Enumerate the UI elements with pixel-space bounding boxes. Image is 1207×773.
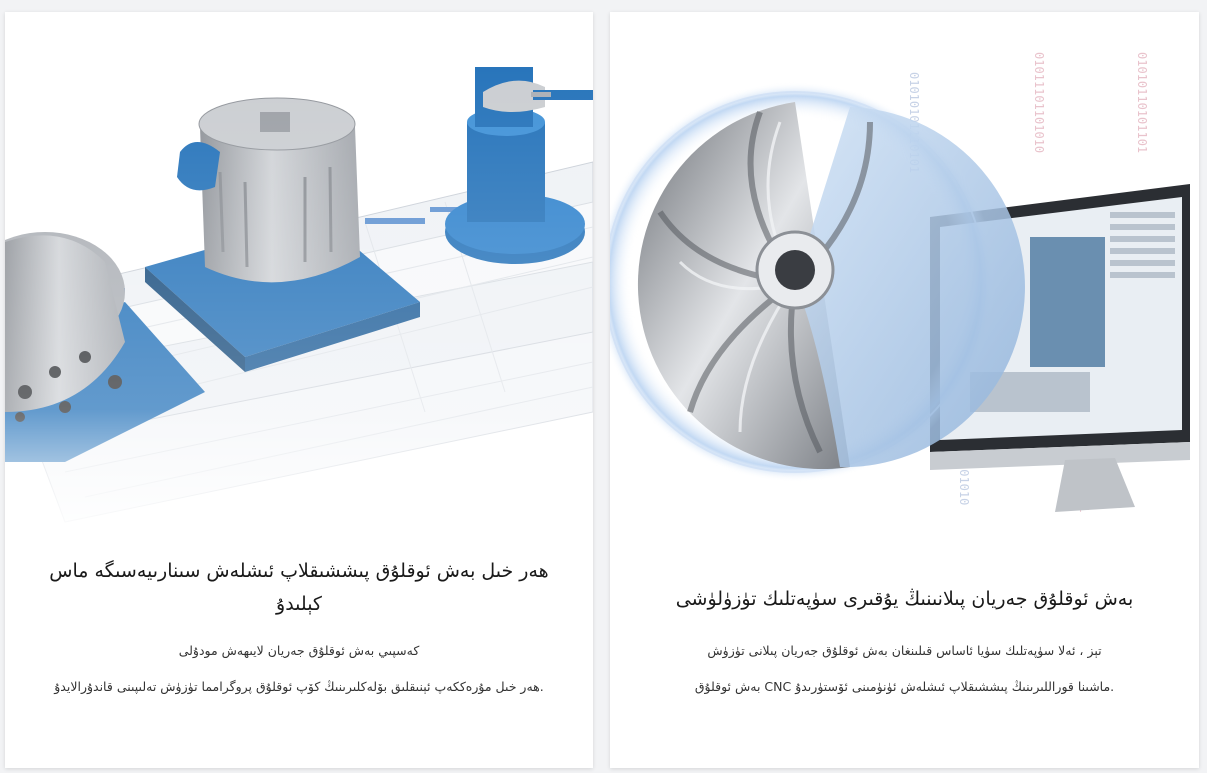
svg-text:101010: 101010 — [957, 462, 971, 505]
card-desc-line-2: .ماشىنا قوراللىرىنىڭ پىششىقلاپ ئىشلەش ئۈ… — [694, 679, 1115, 694]
card-title: بەش ئوقلۇق جەريان پىلانىنىڭ يۇقىرى سۈپەت… — [675, 588, 1134, 610]
impeller-monitor-illustration: 01010101110101 01011101101010 0101011010… — [610, 52, 1190, 513]
svg-text:01011101101010: 01011101101010 — [1032, 52, 1046, 153]
card-desc-line-2: .ھەر خىل مۇرەككەپ ئېنىقلىق بۆلەكلىرىنىڭ … — [54, 679, 544, 694]
card-title: ھەر خىل بەش ئوقلۇق پىششىقلاپ ئىشلەش سىنا… — [49, 560, 549, 615]
svg-text:01010110101101: 01010110101101 — [1135, 52, 1149, 153]
card-desc-line-1: تېز ، ئەلا سۈپەتلىك سۈيا ئاساس قىلىنغان … — [707, 643, 1102, 658]
cnc-parts-illustration — [5, 12, 593, 542]
feature-card-left: ھەر خىل بەش ئوقلۇق پىششىقلاپ ئىشلەش سىنا… — [5, 12, 593, 768]
card-desc-line-1: كەسپىي بەش ئوقلۇق جەريان لايىھەش مودۇلى — [178, 643, 420, 658]
feature-card-right: 01010101110101 01011101101010 0101011010… — [610, 12, 1199, 768]
